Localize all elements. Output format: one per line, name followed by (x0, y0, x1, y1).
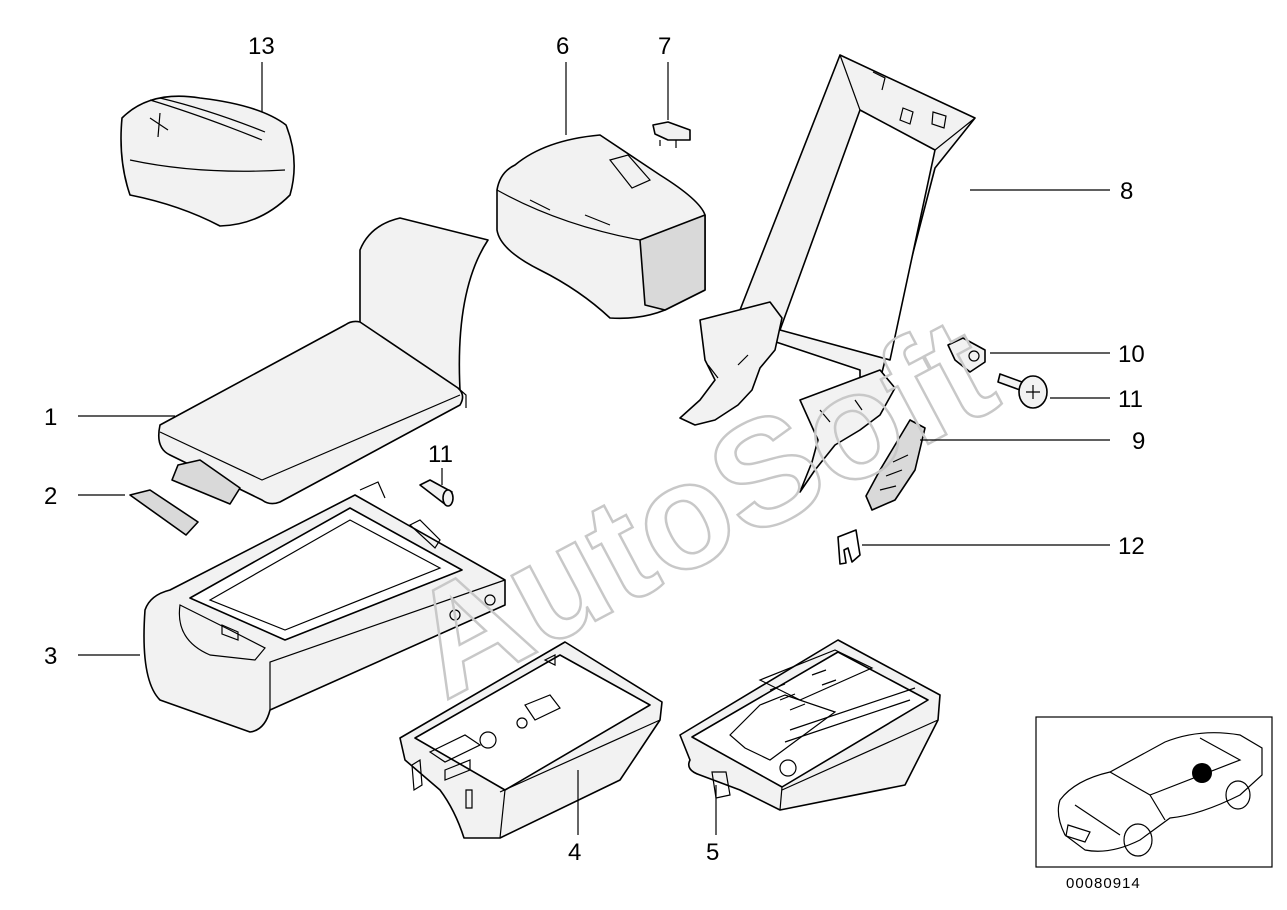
part-3-base (143, 481, 506, 733)
part-1-lid (157, 217, 489, 505)
callout-10: 10 (1118, 341, 1145, 368)
part-6-cover (496, 134, 706, 320)
callout-2: 2 (44, 483, 57, 510)
callout-12: 12 (1118, 533, 1145, 560)
callout-6: 6 (556, 33, 569, 60)
locator-marker (1192, 763, 1212, 783)
leader-lines (78, 62, 1110, 835)
callout-numbers: 1 2 3 4 5 6 7 8 9 10 11 11 12 13 (44, 33, 1145, 866)
reference-number: 00080914 (1066, 875, 1141, 892)
part-2-handle (129, 459, 241, 536)
callout-4: 4 (568, 839, 581, 866)
callout-1: 1 (44, 404, 57, 431)
vehicle-locator (1035, 716, 1273, 868)
part-11-pin-left (419, 479, 454, 507)
part-8-frame (679, 54, 976, 493)
callout-9: 9 (1132, 428, 1145, 455)
callout-5: 5 (706, 839, 719, 866)
callout-3: 3 (44, 643, 57, 670)
part-7-clip (652, 121, 691, 148)
part-5-tray-keypad (679, 639, 941, 811)
part-9-trim (865, 419, 926, 511)
callout-7: 7 (658, 33, 671, 60)
part-4-tray (399, 641, 663, 839)
part-10-nut (947, 337, 986, 373)
callout-11-left: 11 (428, 441, 453, 468)
part-13-first-aid-kit (120, 95, 295, 227)
watermark: AutoSoft (381, 284, 1019, 730)
part-11-screw-right (997, 373, 1048, 409)
callout-11-right: 11 (1118, 386, 1143, 413)
callout-8: 8 (1120, 178, 1133, 205)
callout-13: 13 (248, 33, 275, 60)
part-12-clip (837, 529, 861, 565)
locator-frame (1035, 716, 1273, 868)
